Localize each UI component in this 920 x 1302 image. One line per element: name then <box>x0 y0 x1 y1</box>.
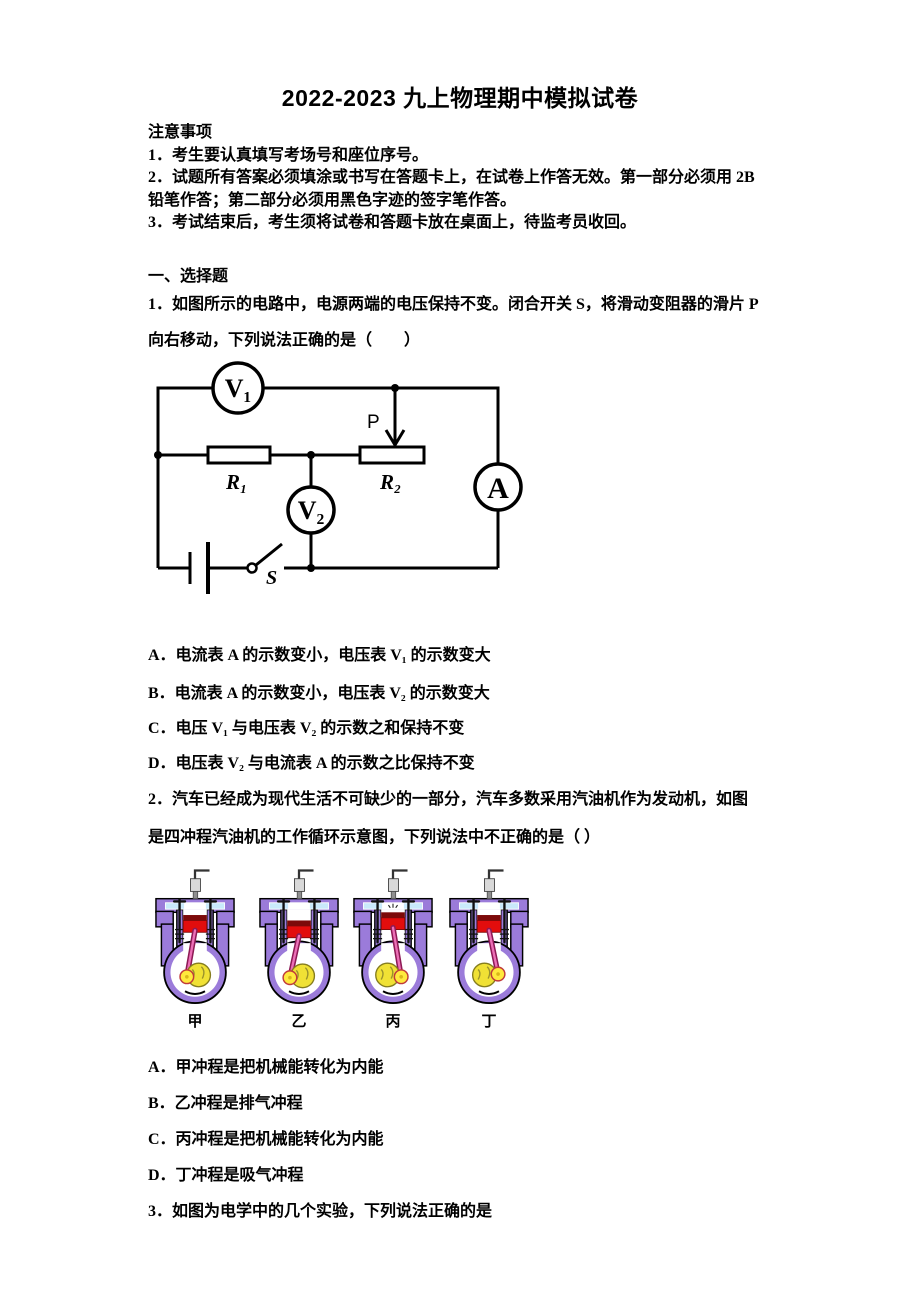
rheostat-r2 <box>358 445 426 465</box>
r2-label: R₂ <box>379 470 401 494</box>
switch-label: S <box>266 567 277 589</box>
notes-section: 注意事项 1．考生要认真填写考场号和座位序号。 2．试题所有答案必须填涂或书写在… <box>148 122 755 235</box>
q2-option-c: C．丙冲程是把机械能转化为内能 <box>148 1131 384 1148</box>
ammeter-label: A <box>487 472 509 505</box>
engine-label-yi: 乙 <box>291 1014 307 1030</box>
q1-option-c: C．电压 V₁ 与电压表 V₂ 的示数之和保持不变 <box>148 720 465 737</box>
junction-dot-bottom <box>307 564 315 572</box>
voltmeter-v1: V₁ <box>211 361 265 415</box>
q1-option-b: B．电流表 A 的示数变小，电压表 V₂ 的示数变大 <box>148 685 490 702</box>
engine-label-jia: 甲 <box>187 1014 203 1030</box>
section-heading: 一、选择题 <box>148 268 229 285</box>
junction-dot-left <box>154 451 162 459</box>
junction-dot-mid <box>307 451 315 459</box>
r1-label: R₁ <box>225 470 247 494</box>
engine-illustration <box>257 866 341 1009</box>
switch-symbol <box>246 542 283 574</box>
engine-label-ding: 丁 <box>481 1014 497 1030</box>
q2-text-line2: 是四冲程汽油机的工作循环示意图，下列说法中不正确的是（ ） <box>148 829 601 846</box>
engine-diagram-jia: 甲 <box>153 866 237 1031</box>
engine-label-bing: 丙 <box>385 1014 401 1030</box>
slider-arrow <box>384 388 406 448</box>
engine-illustration <box>447 866 531 1009</box>
engine-diagram-bing: 丙 <box>351 866 435 1031</box>
q1-option-a: A．电流表 A 的示数变小，电压表 V₁ 的示数变大 <box>148 647 491 664</box>
engine-illustration <box>153 866 237 1009</box>
q2-text-line1: 2．汽车已经成为现代生活不可缺少的一部分，汽车多数采用汽油机作为发动机，如图 <box>148 791 749 808</box>
q1-circuit-figure: S R₁ R₂ P V₁ V₂ A <box>154 361 523 594</box>
engine-diagram-ding: 丁 <box>447 866 531 1031</box>
note-line-2b: 铅笔作答；第二部分必须用黑色字迹的签字笔作答。 <box>148 191 517 209</box>
note-line-1: 1．考生要认真填写考场号和座位序号。 <box>148 146 429 164</box>
note-line-2: 2．试题所有答案必须填涂或书写在答题卡上，在试卷上作答无效。第一部分必须用 2B <box>148 169 755 187</box>
q1-option-d: D．电压表 V₂ 与电流表 A 的示数之比保持不变 <box>148 755 475 772</box>
ammeter-a: A <box>473 462 523 512</box>
notes-heading: 注意事项 <box>148 124 213 141</box>
slider-p-label: P <box>367 412 380 433</box>
battery-symbol <box>188 542 210 594</box>
resistor-r1 <box>206 445 272 465</box>
q2-option-d: D．丁冲程是吸气冲程 <box>148 1167 304 1184</box>
q1-text-line1: 1．如图所示的电路中，电源两端的电压保持不变。闭合开关 S，将滑动变阻器的滑片 … <box>148 296 759 313</box>
q2-engine-figure: 甲 乙 丙 丁 <box>0 866 920 1038</box>
engine-diagram-yi: 乙 <box>257 866 341 1031</box>
v2-label: V₂ <box>298 496 325 525</box>
q1-text-line2: 向右移动，下列说法正确的是（ ） <box>148 332 421 349</box>
q3-text: 3．如图为电学中的几个实验，下列说法正确的是 <box>148 1203 493 1220</box>
page-title: 2022-2023 九上物理期中模拟试卷 <box>281 85 639 111</box>
junction-dot-top <box>391 384 399 392</box>
circuit-outer-wire <box>156 386 500 568</box>
note-line-3: 3．考试结束后，考生须将试卷和答题卡放在桌面上，待监考员收回。 <box>148 214 637 232</box>
engine-illustration <box>351 866 435 1009</box>
q2-option-b: B．乙冲程是排气冲程 <box>148 1095 303 1112</box>
v1-label: V₁ <box>225 374 252 403</box>
q2-option-a: A．甲冲程是把机械能转化为内能 <box>148 1059 384 1076</box>
voltmeter-v2: V₂ <box>286 485 336 535</box>
